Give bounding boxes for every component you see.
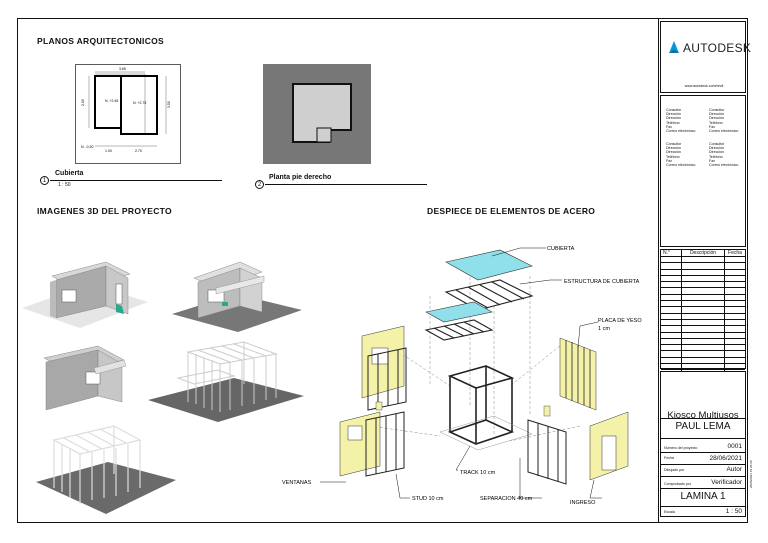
label-separacion: SEPARACION 40 cm bbox=[480, 496, 533, 502]
autodesk-logo-icon bbox=[667, 40, 681, 54]
table-row bbox=[661, 281, 745, 289]
field-value-date: 28/06/2021 bbox=[709, 455, 742, 462]
view-1-number: 1 bbox=[40, 176, 49, 185]
table-row bbox=[661, 294, 745, 302]
dim-left: 2.00 bbox=[81, 99, 85, 106]
table-row bbox=[661, 300, 745, 308]
roof-plan-view[interactable]: 3.65 2.00 3.50 N. +2.45 N. +2.75 N. -0.3… bbox=[75, 64, 181, 164]
view-2-underline bbox=[265, 184, 427, 185]
section-despiece-title: DESPIECE DE ELEMENTOS DE ACERO bbox=[427, 206, 596, 216]
logo-panel: AUTODESK www.autodesk.com/revit bbox=[660, 21, 751, 93]
view-2-title: Planta pie derecho bbox=[269, 174, 332, 181]
render-3d-frame-b[interactable] bbox=[28, 418, 178, 520]
table-row bbox=[661, 344, 745, 352]
brand-website: www.autodesk.com/revit bbox=[684, 84, 724, 88]
table-row bbox=[661, 363, 745, 371]
print-date: 28/06/2021 15:25:28 bbox=[749, 460, 753, 488]
label-ventanas: VENTANAS bbox=[282, 480, 312, 486]
table-row bbox=[661, 269, 745, 276]
label-stud: STUD 10 cm bbox=[412, 496, 444, 502]
label-placa-1: PLACA DE YESO bbox=[598, 318, 642, 324]
project-owner: PAUL LEMA bbox=[675, 421, 731, 432]
field-value-checked-by: Verificador bbox=[711, 479, 742, 486]
field-label-project-number: Número del proyecto bbox=[664, 446, 698, 450]
table-row bbox=[661, 357, 745, 365]
main-title: PLANOS ARQUITECTONICOS bbox=[37, 36, 165, 46]
table-row bbox=[661, 306, 745, 314]
field-value-drawn-by: Autor bbox=[726, 466, 742, 473]
scale-value: 1 : 50 bbox=[725, 508, 742, 515]
dim-bottom1: 1.00 bbox=[105, 149, 112, 153]
rev-header-desc: Descripción bbox=[681, 250, 725, 257]
floor-plan-view[interactable] bbox=[263, 64, 371, 164]
view-1-underline bbox=[50, 180, 222, 181]
view-1-title: Cubierta bbox=[55, 170, 84, 177]
table-row bbox=[661, 313, 745, 320]
table-row bbox=[661, 338, 745, 346]
table-row bbox=[661, 325, 745, 333]
view-2-number: 2 bbox=[255, 180, 264, 189]
table-row bbox=[661, 350, 745, 358]
room1-level: N. +2.45 bbox=[105, 99, 118, 103]
dim-top: 3.65 bbox=[119, 67, 126, 71]
brand-name: AUTODESK bbox=[683, 41, 752, 55]
label-cubierta: CUBIERTA bbox=[547, 246, 575, 252]
render-3d-frame-a[interactable] bbox=[148, 338, 306, 424]
label-ingreso: INGRESO bbox=[570, 500, 596, 506]
field-value-project-number: 0001 bbox=[727, 443, 742, 450]
render-3d-side[interactable] bbox=[172, 256, 304, 332]
revisions-table: N.° Descripción Fecha bbox=[661, 250, 745, 390]
table-row bbox=[661, 256, 745, 264]
table-row bbox=[661, 287, 745, 295]
title-block bbox=[658, 18, 748, 523]
table-row bbox=[661, 332, 745, 339]
steel-exploded-view[interactable]: CUBIERTA ESTRUCTURA DE CUBIERTA PLACA DE… bbox=[280, 236, 652, 516]
view-1-scale: 1 : 50 bbox=[58, 182, 71, 188]
label-track: TRACK 10 cm bbox=[460, 470, 496, 476]
render-3d-front[interactable] bbox=[20, 246, 150, 332]
field-label-drawn-by: Dibujado por bbox=[664, 468, 685, 472]
sheet-number: LAMINA 1 bbox=[680, 491, 726, 502]
revisions-panel: N.° Descripción Fecha bbox=[660, 249, 746, 390]
label-placa-2: 1 cm bbox=[598, 326, 610, 332]
label-estructura: ESTRUCTURA DE CUBIERTA bbox=[564, 279, 640, 285]
table-row bbox=[661, 262, 745, 270]
rev-header-no: N.° bbox=[661, 250, 682, 257]
drawing-sheet-border bbox=[17, 18, 748, 523]
section-3d-title: IMAGENES 3D DEL PROYECTO bbox=[37, 206, 172, 216]
field-label-checked-by: Comprobado por bbox=[664, 482, 691, 486]
table-row bbox=[661, 275, 745, 283]
dim-bottom2: 2.70 bbox=[135, 149, 142, 153]
project-name: Kiosco Multiusos bbox=[667, 410, 739, 421]
level-label: N. -0.30 bbox=[81, 145, 94, 149]
project-info-panel: Kiosco Multiusos PAUL LEMA Número del pr… bbox=[660, 371, 746, 517]
scale-label: Escala bbox=[664, 510, 675, 514]
dim-right: 3.50 bbox=[167, 101, 171, 108]
rev-header-date: Fecha bbox=[724, 250, 745, 257]
field-label-date: Fecha bbox=[664, 456, 674, 460]
render-3d-corner[interactable] bbox=[24, 340, 150, 416]
room2-level: N. +2.75 bbox=[133, 101, 146, 105]
table-row bbox=[661, 319, 745, 327]
